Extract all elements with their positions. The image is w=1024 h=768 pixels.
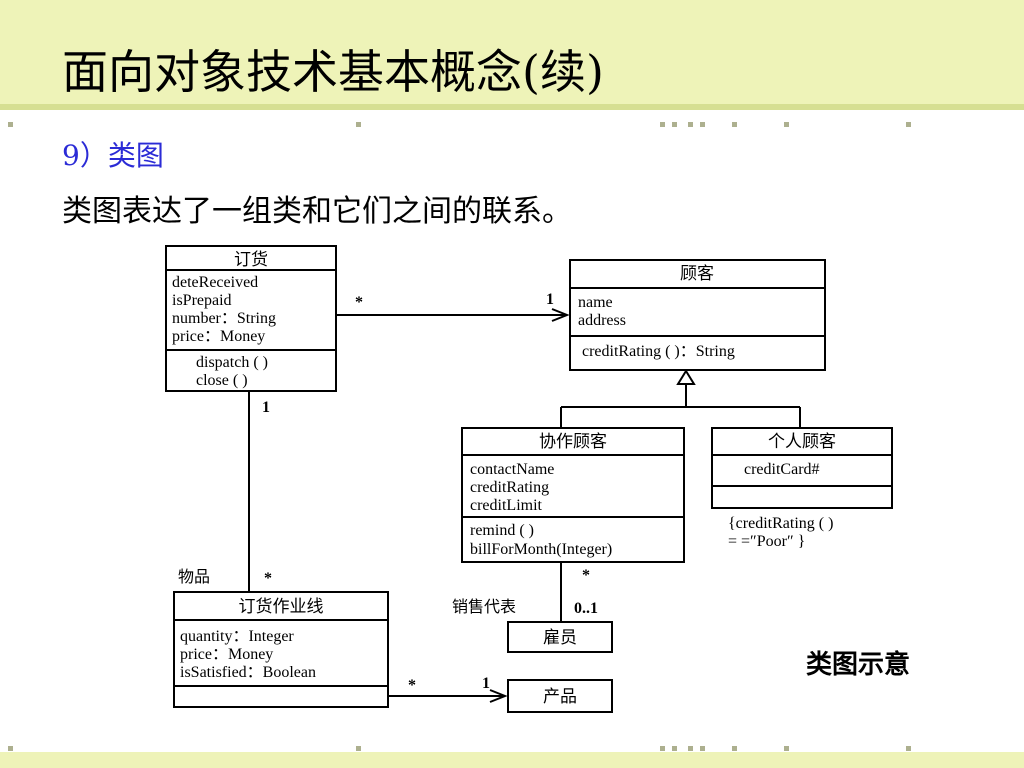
attribute: creditLimit <box>470 497 543 514</box>
operation: creditRating ( )：String <box>582 343 735 360</box>
attribute: number：String <box>172 310 276 327</box>
attribute: creditRating <box>470 479 549 496</box>
role-label: 物品 <box>178 568 210 586</box>
multiplicity-label: * <box>408 677 416 694</box>
attribute: address <box>578 312 626 329</box>
class-box-personal <box>711 427 893 509</box>
arrowhead-order-customer <box>551 308 570 322</box>
attribute: isPrepaid <box>172 292 232 309</box>
attribute: deteReceived <box>172 274 258 291</box>
class-box-order <box>165 245 337 392</box>
constraint-text: {creditRating ( ) <box>728 515 833 532</box>
attribute: creditCard# <box>744 461 820 478</box>
multiplicity-label: 1 <box>546 291 554 308</box>
operation: close ( ) <box>196 372 248 389</box>
class-name-product: 产品 <box>543 687 577 706</box>
attribute: quantity：Integer <box>180 628 294 645</box>
class-name-order: 订货 <box>234 250 268 269</box>
multiplicity-label: * <box>355 294 363 311</box>
attribute: isSatisfied：Boolean <box>180 664 316 681</box>
operation: billForMonth(Integer) <box>470 541 612 558</box>
arrowhead-orderline-product <box>489 689 508 703</box>
section-description: 类图表达了一组类和它们之间的联系。 <box>62 194 572 229</box>
class-box-orderline <box>173 591 389 708</box>
footer-band <box>0 752 1024 768</box>
section-heading: 9）类图 <box>62 139 164 172</box>
diagram-caption: 类图示意 <box>806 650 911 680</box>
operation: dispatch ( ) <box>196 354 268 371</box>
generalization-triangle <box>676 369 696 385</box>
class-box-product <box>507 679 613 713</box>
header-divider <box>0 104 1024 110</box>
attribute: contactName <box>470 461 554 478</box>
multiplicity-label: * <box>264 570 272 587</box>
class-name-personal: 个人顾客 <box>768 432 836 451</box>
class-box-customer <box>569 259 826 371</box>
class-box-corporate <box>461 427 685 563</box>
class-name-corporate: 协作顾客 <box>539 432 607 451</box>
attribute: price：Money <box>172 328 265 345</box>
constraint-text: = =″Poor″ } <box>728 533 805 550</box>
class-name-customer: 顾客 <box>680 264 714 283</box>
multiplicity-label: 0..1 <box>574 600 598 617</box>
multiplicity-label: * <box>582 567 590 584</box>
header-band <box>0 0 1024 104</box>
role-label: 销售代表 <box>452 598 516 616</box>
class-name-orderline: 订货作业线 <box>239 597 324 616</box>
attribute: name <box>578 294 613 311</box>
operation: remind ( ) <box>470 522 534 539</box>
class-name-employee: 雇员 <box>543 628 577 647</box>
attribute: price：Money <box>180 646 273 663</box>
slide-title: 面向对象技术基本概念(续) <box>62 45 604 99</box>
multiplicity-label: 1 <box>482 675 490 692</box>
multiplicity-label: 1 <box>262 399 270 416</box>
